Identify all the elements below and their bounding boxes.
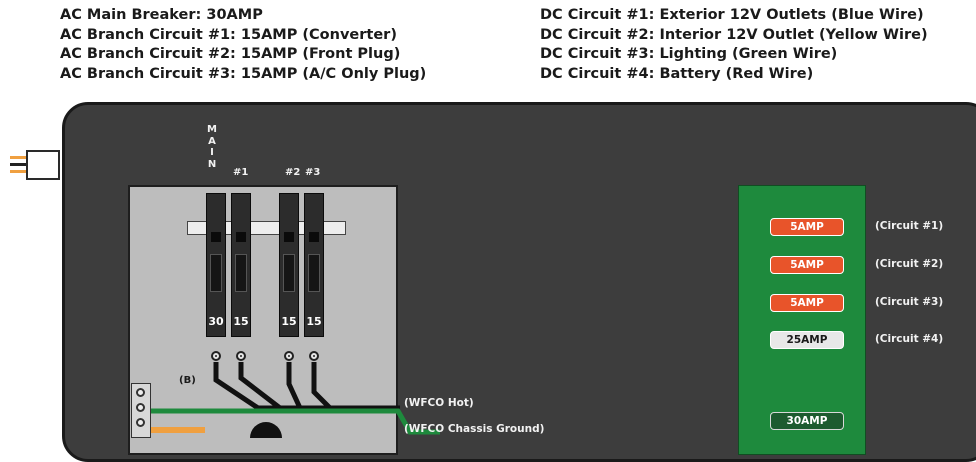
breaker-1[interactable]: 15 bbox=[231, 193, 251, 337]
orange-lead-wire bbox=[10, 156, 26, 159]
breaker-slot bbox=[309, 232, 319, 242]
legend-ac-branch-1: AC Branch Circuit #1: 15AMP (Converter) bbox=[60, 26, 397, 43]
wfco-hot-wire bbox=[213, 362, 400, 411]
terminal-screw bbox=[236, 351, 246, 361]
main-letter: A bbox=[208, 135, 216, 147]
ac-circuit-legend: AC Main Breaker: 30AMP AC Branch Circuit… bbox=[60, 6, 426, 84]
breaker-main[interactable]: 30 bbox=[206, 193, 226, 337]
fuse-label-circuit-2: (Circuit #2) bbox=[875, 258, 944, 270]
legend-ac-branch-3: AC Branch Circuit #3: 15AMP (A/C Only Pl… bbox=[60, 65, 427, 82]
breaker-toggle[interactable] bbox=[283, 254, 295, 292]
breaker-2[interactable]: 15 bbox=[279, 193, 299, 337]
breaker-toggle[interactable] bbox=[235, 254, 247, 292]
fuse-label-circuit-4: (Circuit #4) bbox=[875, 333, 944, 345]
breaker-slot bbox=[211, 232, 221, 242]
breaker-wire bbox=[238, 362, 282, 410]
legend-ac-branch-2: AC Branch Circuit #2: 15AMP (Front Plug) bbox=[60, 46, 401, 62]
terminal-screw bbox=[211, 351, 221, 361]
legend-dc-3: DC Circuit #3: Lighting (Green Wire) bbox=[540, 46, 838, 62]
legend-dc-1: DC Circuit #1: Exterior 12V Outlets (Blu… bbox=[540, 7, 924, 23]
legend-dc-4: DC Circuit #4: Battery (Red Wire) bbox=[540, 65, 814, 82]
breaker-wire bbox=[286, 362, 303, 410]
breaker-slot bbox=[236, 232, 246, 242]
fuse-circuit-1[interactable]: 5AMP bbox=[770, 218, 844, 236]
fuse-circuit-4[interactable]: 25AMP bbox=[770, 331, 844, 349]
breaker-amp-rating: 15 bbox=[281, 315, 297, 328]
wire-bundle bbox=[250, 422, 282, 438]
wfco-chassis-ground-wire bbox=[151, 408, 440, 435]
terminal-screw bbox=[136, 403, 145, 412]
wfco-hot-label: (WFCO Hot) bbox=[404, 397, 474, 409]
breaker-toggle[interactable] bbox=[308, 254, 320, 292]
main-letter: N bbox=[207, 158, 217, 170]
black-lead-wire bbox=[10, 163, 26, 166]
ground-terminal-bar bbox=[131, 383, 151, 438]
breaker-slot bbox=[284, 232, 294, 242]
wiring bbox=[151, 362, 440, 438]
breaker-label-1: #1 bbox=[233, 167, 249, 178]
orange-lead-wire bbox=[10, 170, 26, 173]
wfco-chassis-ground-label: (WFCO Chassis Ground) bbox=[404, 423, 545, 435]
fuse-circuit-3[interactable]: 5AMP bbox=[770, 294, 844, 312]
breaker-wire bbox=[311, 362, 332, 410]
fuse-circuit-2[interactable]: 5AMP bbox=[770, 256, 844, 274]
breaker-toggle[interactable] bbox=[210, 254, 222, 292]
terminal-screw bbox=[136, 418, 145, 427]
terminal-screw bbox=[136, 388, 145, 397]
legend-dc-2: DC Circuit #2: Interior 12V Outlet (Yell… bbox=[540, 26, 928, 43]
fuse-label-circuit-3: (Circuit #3) bbox=[875, 296, 944, 308]
legend-ac-main: AC Main Breaker: 30AMP bbox=[60, 7, 263, 23]
fuse-label-circuit-1: (Circuit #1) bbox=[875, 220, 944, 232]
breaker-label-2: #2 bbox=[285, 167, 301, 178]
main-dc-fuse[interactable]: 30AMP bbox=[770, 412, 844, 430]
terminal-b-label: (B) bbox=[179, 375, 196, 386]
breaker-3[interactable]: 15 bbox=[304, 193, 324, 337]
breaker-amp-rating: 15 bbox=[306, 315, 322, 328]
breaker-label-3: #3 bbox=[305, 167, 321, 178]
main-letter: M bbox=[207, 124, 217, 135]
main-letter: I bbox=[210, 147, 214, 158]
terminal-screw bbox=[309, 351, 319, 361]
breaker-amp-rating: 30 bbox=[208, 315, 224, 328]
breaker-amp-rating: 15 bbox=[233, 315, 249, 328]
terminal-screw bbox=[284, 351, 294, 361]
dc-circuit-legend: DC Circuit #1: Exterior 12V Outlets (Blu… bbox=[540, 6, 928, 84]
power-inlet-connector bbox=[26, 150, 60, 180]
main-breaker-vertical-label: M A I N bbox=[206, 124, 218, 170]
